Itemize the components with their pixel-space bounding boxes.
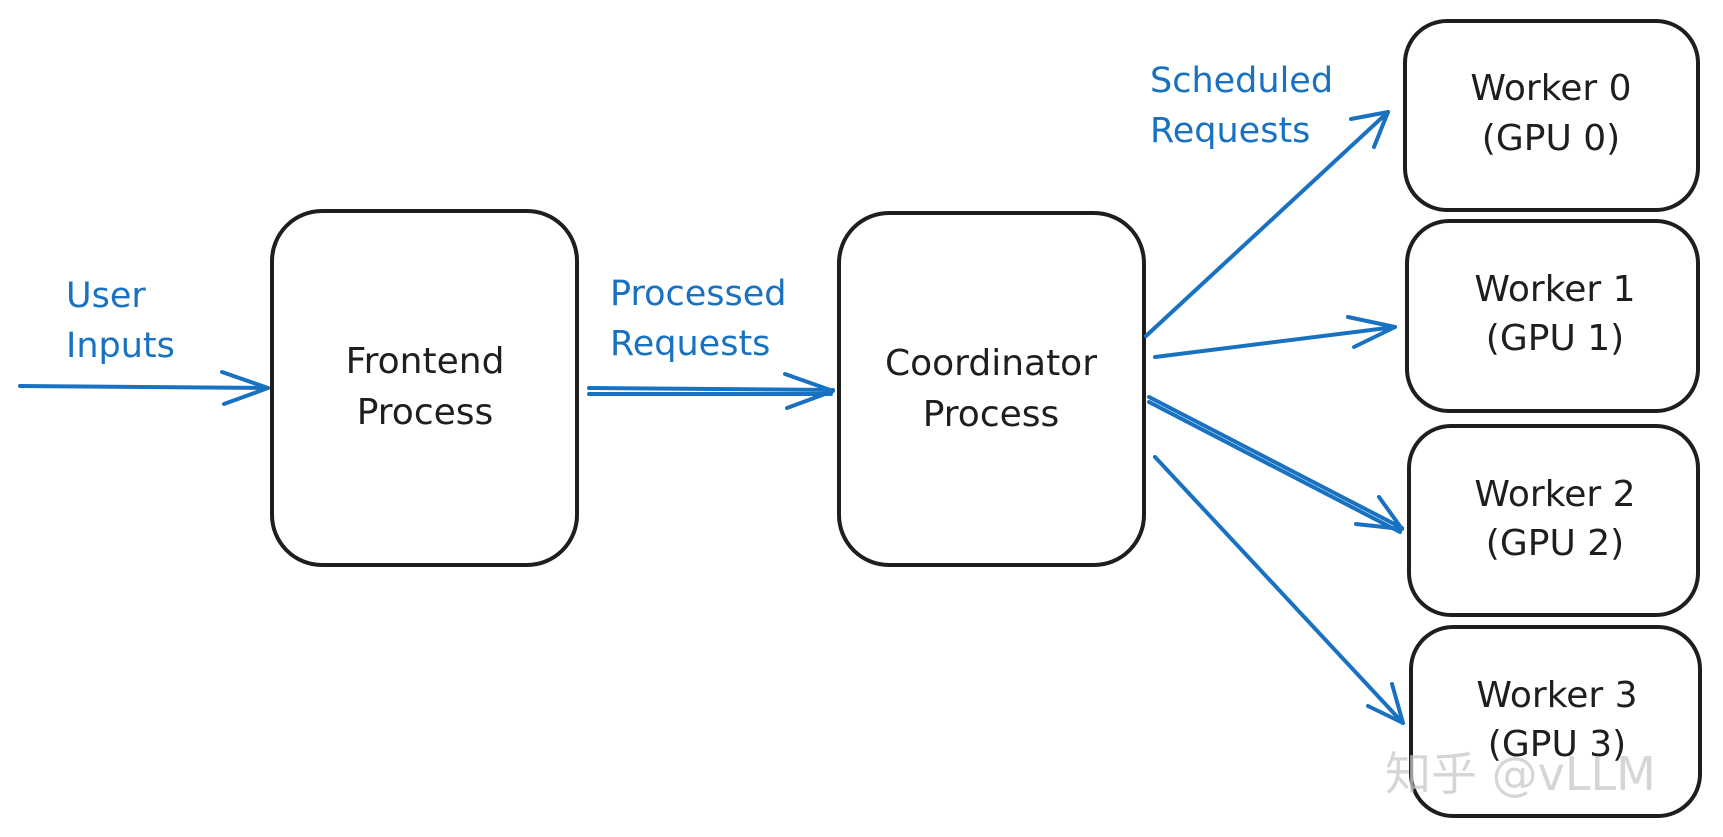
worker-3-node: Worker 3 (GPU 3) [1409,625,1702,818]
worker-1-node: Worker 1 (GPU 1) [1405,219,1700,413]
edge-label-line: Processed [610,274,787,314]
watermark-text: 知乎 @vLLM [1385,747,1656,801]
arrow-user-inputs-to-frontend [18,370,270,406]
frontend-process-node: Frontend Process [270,209,579,567]
arrow-coordinator-to-worker-2 [1147,395,1404,534]
edge-label-line: Requests [610,324,770,364]
node-label-line: Coordinator [885,343,1097,384]
node-label-line: (GPU 3) [1488,724,1626,765]
arrow-coordinator-to-worker-1 [1153,315,1397,359]
node-label-line: Worker 3 [1476,675,1637,716]
node-label-line: Process [357,392,494,433]
node-label-line: (GPU 0) [1482,118,1620,159]
node-label-line: Process [923,394,1060,435]
node-label-line: (GPU 2) [1486,523,1624,564]
arrow-coordinator-to-worker-3 [1153,455,1405,725]
arrow-coordinator-to-worker-0 [1144,110,1390,338]
edge-label-scheduled-requests: Scheduled Requests [1150,61,1333,151]
edge-label-user-inputs: User Inputs [66,276,175,366]
edge-label-line: Scheduled [1150,61,1333,101]
worker-2-node: Worker 2 (GPU 2) [1407,424,1700,617]
edge-label-processed-requests: Processed Requests [610,274,787,364]
edge-label-line: Requests [1150,111,1310,151]
node-label-line: Worker 0 [1470,68,1631,109]
node-label-line: Worker 1 [1474,269,1635,310]
node-label-line: Frontend [346,341,505,382]
edge-label-line: Inputs [66,326,175,366]
node-label-line: (GPU 1) [1486,318,1624,359]
arrow-frontend-to-coordinator [587,372,835,410]
coordinator-process-node: Coordinator Process [837,211,1146,567]
worker-0-node: Worker 0 (GPU 0) [1403,19,1700,212]
node-label-line: Worker 2 [1474,474,1635,515]
edge-label-line: User [66,276,146,316]
